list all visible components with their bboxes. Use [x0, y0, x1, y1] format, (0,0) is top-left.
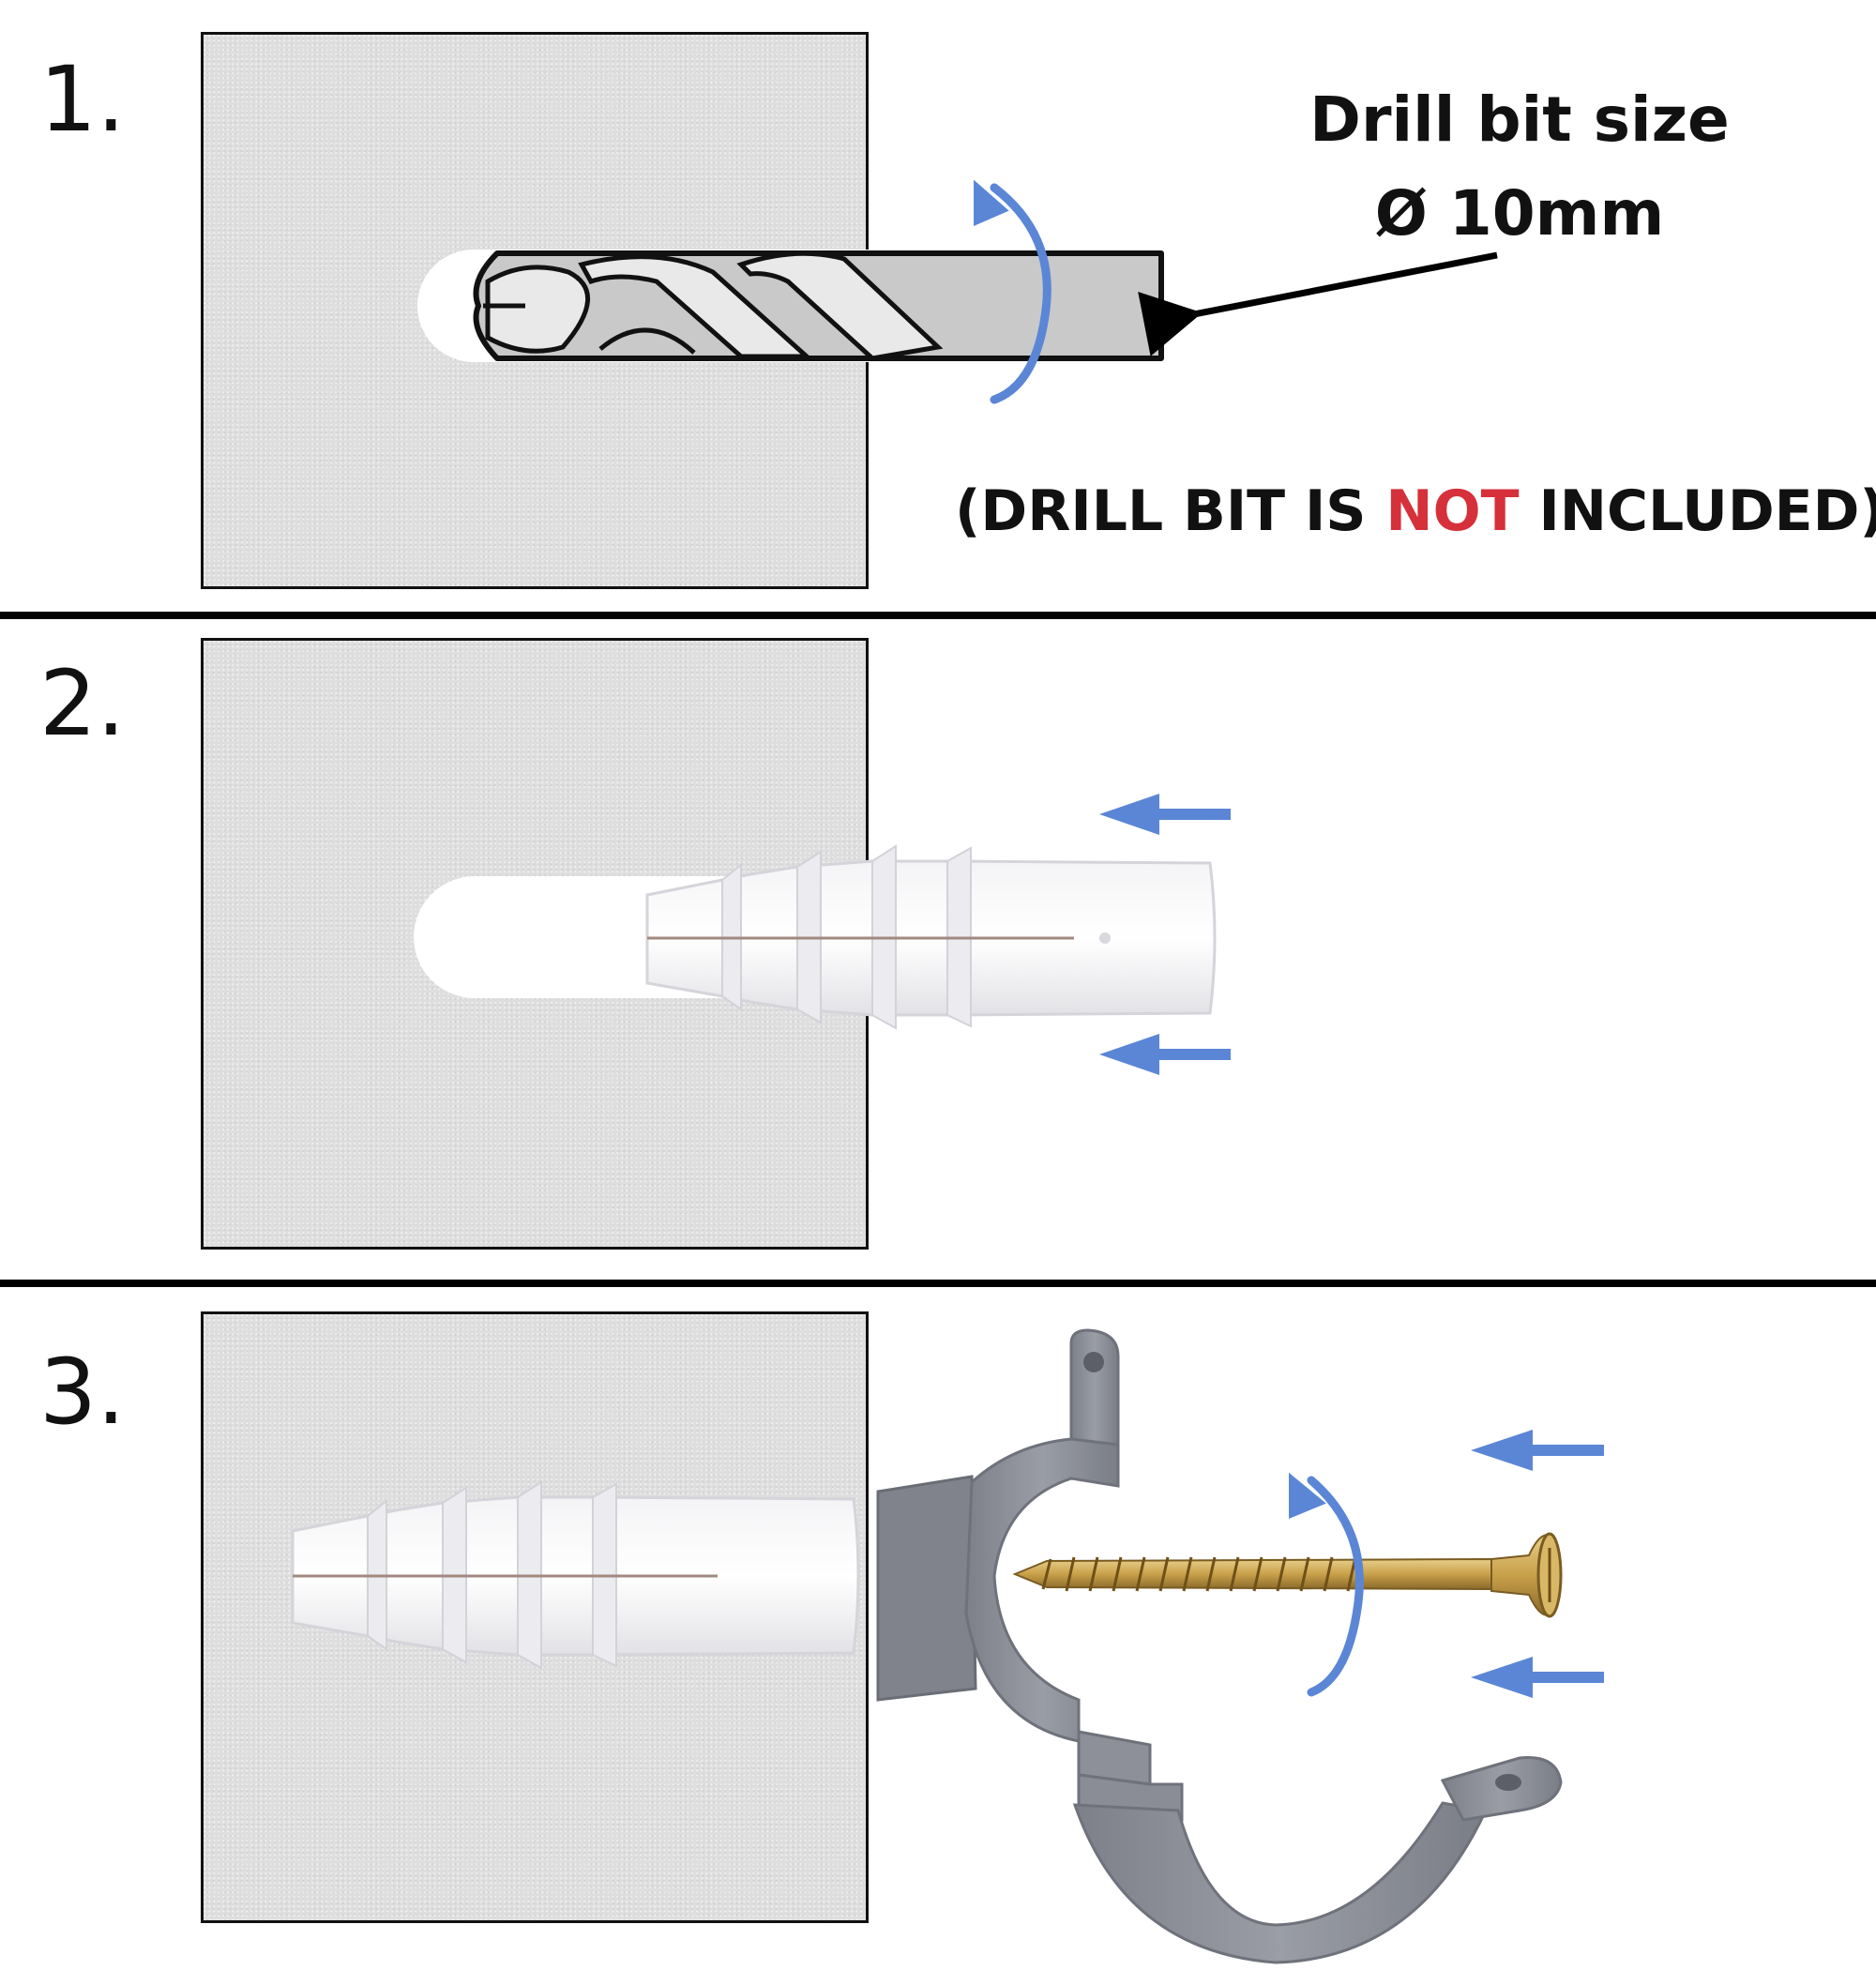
push-arrow-icon: [1099, 794, 1231, 835]
push-arrow-icon: [1471, 1430, 1604, 1471]
step-number-1: 1.: [39, 47, 126, 152]
screw-icon: [1012, 1532, 1563, 1618]
drill-bit-size-value: Ø 10mm: [1374, 177, 1665, 250]
wall-plug-icon: [645, 844, 1217, 1030]
drill-bit-size-callout: Drill bit size Ø 10mm: [1219, 73, 1820, 261]
step-number-3: 3.: [39, 1340, 126, 1445]
pointer-arrow-icon: [1138, 251, 1498, 356]
rotation-arrow-icon: [1289, 1472, 1364, 1697]
push-arrow-icon: [1471, 1657, 1604, 1698]
note-prefix: (DRILL BIT IS: [955, 478, 1386, 544]
note-emphasis: NOT: [1385, 478, 1520, 544]
note-suffix: INCLUDED): [1519, 478, 1876, 544]
pipe-clip-icon: [876, 1328, 1563, 1964]
step-number-2: 2.: [39, 651, 126, 756]
drill-bit-not-included-note: (DRILL BIT IS NOT INCLUDED): [955, 478, 1876, 544]
push-arrow-icon: [1099, 1034, 1231, 1075]
drill-bit-size-label: Drill bit size: [1309, 83, 1730, 156]
step-divider-2: [0, 1280, 1876, 1287]
drill-bit-icon: [473, 250, 1164, 361]
step-divider-1: [0, 612, 1876, 619]
wall-plug-inserted-icon: [291, 1480, 860, 1670]
rotation-arrow-icon: [974, 179, 1051, 404]
